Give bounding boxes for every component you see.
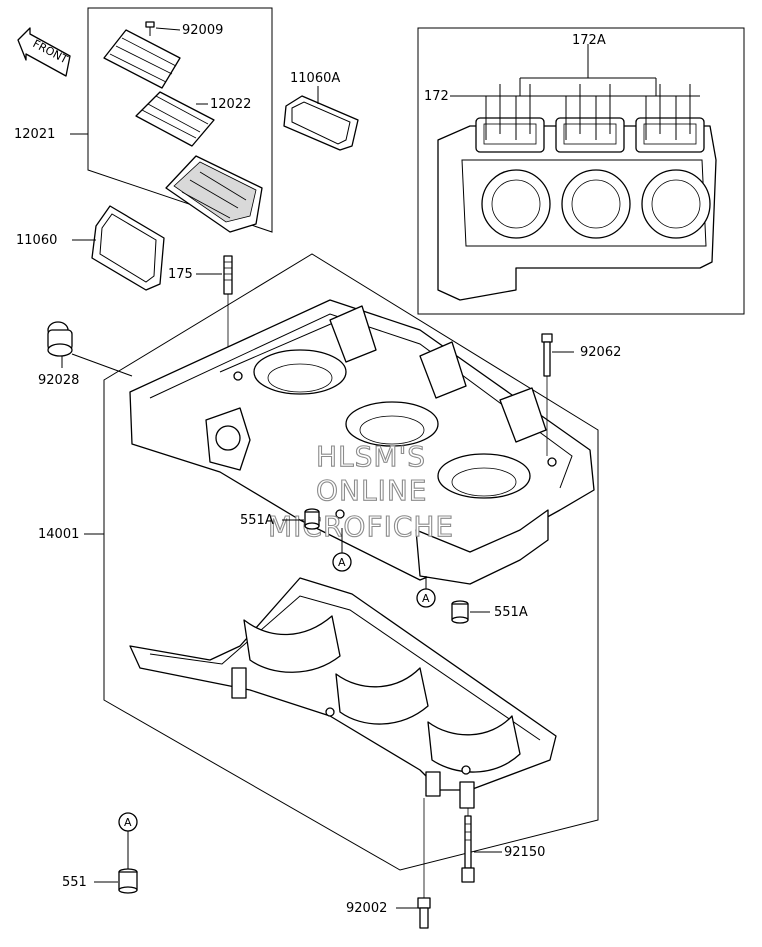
callout-labels: 92009 12022 12021 11060A 11060 175 92028… — [14, 23, 621, 916]
callout-551A-upper: 551A — [240, 513, 274, 528]
bushing-92028 — [47, 321, 73, 357]
callout-175: 175 — [168, 267, 193, 282]
upper-bore-2 — [345, 401, 439, 447]
callout-12022: 12022 — [210, 97, 251, 112]
dowel-551A-upper — [304, 508, 320, 530]
watermark-line-1: HLSM'S — [316, 440, 426, 473]
watermark-line-3: MICROFICHE — [268, 510, 454, 543]
callout-92002: 92002 — [346, 901, 387, 916]
group-outline-14001 — [103, 253, 599, 871]
front-arrow-icon: FRONT — [17, 27, 71, 77]
bolt-92002 — [417, 798, 431, 929]
callout-11060: 11060 — [16, 233, 57, 248]
ref-marker-a-2: A — [416, 576, 436, 608]
callout-92062: 92062 — [580, 345, 621, 360]
screw-92009 — [145, 21, 155, 36]
ref-marker-a-3: A — [118, 812, 138, 870]
main-journal-1 — [243, 615, 341, 673]
bolt-92150 — [461, 808, 475, 883]
gasket-11060 — [91, 205, 165, 291]
watermark: HLSM'S ONLINE MICROFICHE — [267, 439, 454, 543]
ref-marker-a-1-label: A — [338, 556, 346, 569]
group-outline-12021 — [87, 7, 273, 233]
ref-marker-a-3-label: A — [124, 816, 132, 829]
main-journal-2 — [335, 667, 429, 725]
inset-box-172 — [417, 27, 745, 315]
reed-block — [165, 155, 263, 233]
callout-172: 172 — [424, 89, 449, 104]
upper-bore-1 — [253, 349, 347, 395]
inset-frame — [417, 27, 745, 315]
lower-crankcase — [129, 577, 557, 809]
callout-551A-lower: 551A — [494, 605, 528, 620]
gasket-11060A — [283, 95, 359, 151]
callout-92150: 92150 — [504, 845, 545, 860]
reed-petals — [135, 91, 215, 147]
callout-92009: 92009 — [182, 23, 223, 38]
watermark-line-2: ONLINE — [316, 474, 427, 507]
callout-92028: 92028 — [38, 373, 79, 388]
ref-marker-a-2-label: A — [422, 592, 430, 605]
bolt-92062 — [541, 333, 553, 456]
leader-lines — [61, 27, 574, 909]
callout-11060A: 11060A — [290, 71, 340, 86]
ref-marker-a-1: A — [332, 528, 352, 572]
reed-valve-group — [87, 7, 273, 233]
dowel-551 — [118, 868, 138, 894]
callout-551: 551 — [62, 875, 87, 890]
callout-12021: 12021 — [14, 127, 55, 142]
upper-crankcase — [129, 299, 595, 585]
stud-set-172A — [456, 44, 700, 140]
main-journal-3 — [427, 715, 521, 773]
callout-14001: 14001 — [38, 527, 79, 542]
callout-172A: 172A — [572, 33, 606, 48]
upper-bore-3 — [437, 453, 531, 499]
dowel-551A-lower — [451, 600, 469, 624]
